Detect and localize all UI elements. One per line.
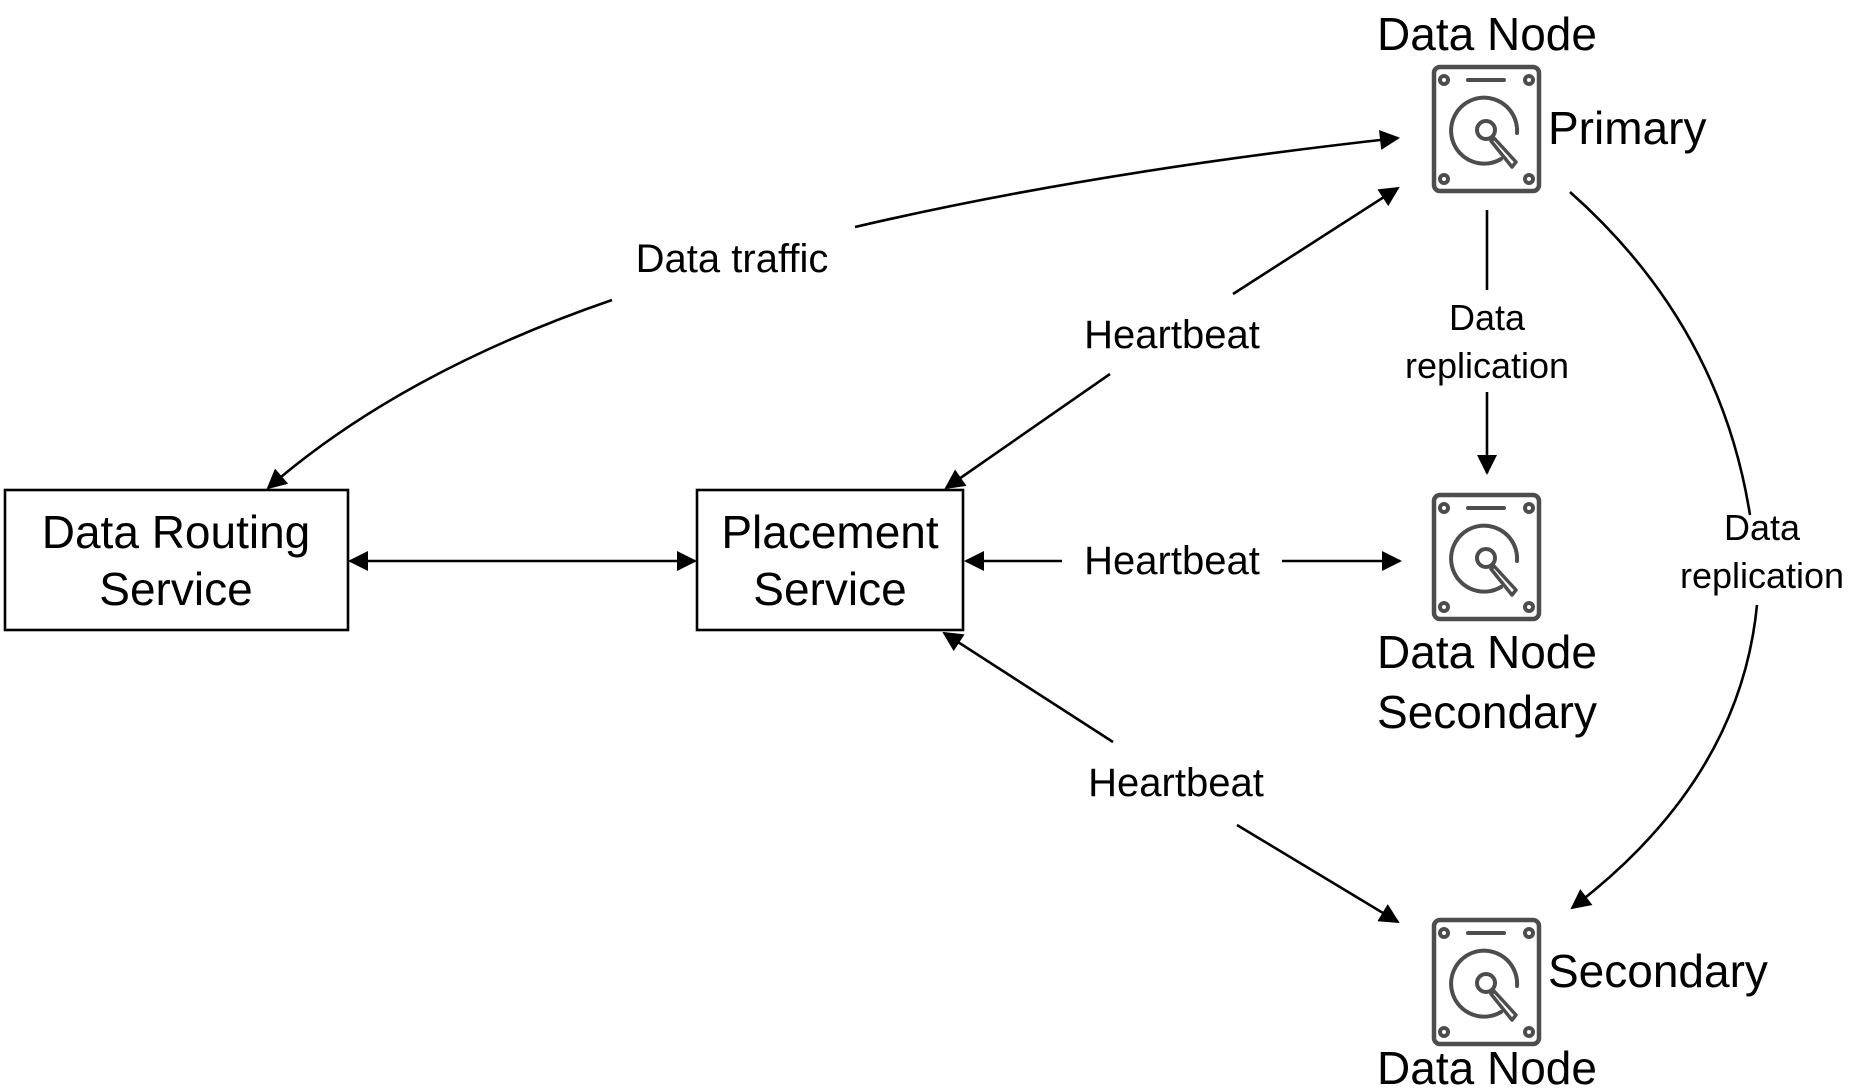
hard-drive-icon: [1434, 920, 1539, 1044]
primary-node-role: Primary: [1548, 102, 1706, 154]
edge-label-replication-curve-line2: replication: [1680, 555, 1844, 596]
bottom-node-title: Data Node: [1377, 1042, 1597, 1092]
data-routing-service-box[interactable]: Data Routing Service: [3, 488, 350, 632]
edge-label-replication-curve-line1: Data: [1724, 507, 1801, 548]
data-node-primary[interactable]: Data Node Primary: [1377, 8, 1706, 191]
hard-drive-icon: [1434, 495, 1539, 619]
edge-label-heartbeat-middle: Heartbeat: [1084, 539, 1260, 583]
bottom-node-role: Secondary: [1548, 945, 1768, 997]
edge-data-traffic: Data traffic: [266, 130, 1400, 490]
edge-label-replication-vertical-line1: Data: [1449, 297, 1526, 338]
edge-heartbeat-primary: Heartbeat: [944, 186, 1400, 490]
data-node-secondary-bottom[interactable]: Secondary Data Node: [1377, 920, 1768, 1092]
edge-heartbeat-bottom: Heartbeat: [942, 631, 1400, 924]
edge-replication-curve: Data replication: [1569, 191, 1844, 910]
edge-label-heartbeat-bottom: Heartbeat: [1088, 761, 1264, 805]
primary-node-title: Data Node: [1377, 8, 1597, 60]
data-routing-service-label-line2: Service: [99, 563, 252, 615]
edge-label-data-traffic: Data traffic: [636, 237, 829, 281]
edge-label-heartbeat-primary: Heartbeat: [1084, 313, 1260, 357]
edge-heartbeat-middle: Heartbeat: [964, 539, 1402, 583]
edge-replication-vertical: Data replication: [1405, 210, 1569, 475]
middle-node-title: Data Node: [1377, 626, 1597, 678]
placement-service-box[interactable]: Placement Service: [695, 488, 965, 632]
hard-drive-icon: [1434, 67, 1539, 191]
edge-label-replication-vertical-line2: replication: [1405, 345, 1569, 386]
middle-node-role: Secondary: [1377, 686, 1597, 738]
data-routing-service-label-line1: Data Routing: [42, 506, 311, 558]
data-node-secondary-middle[interactable]: Data Node Secondary: [1377, 495, 1597, 738]
placement-service-label-line1: Placement: [721, 506, 939, 558]
placement-service-label-line2: Service: [753, 563, 906, 615]
